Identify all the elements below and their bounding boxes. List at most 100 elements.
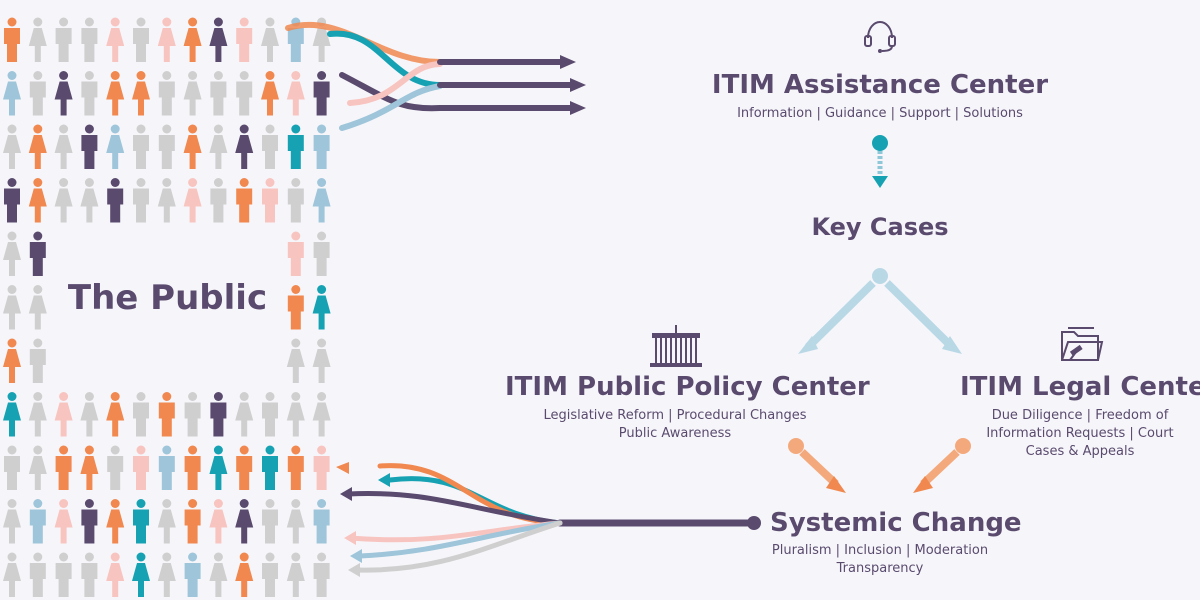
person-icon [184,499,201,544]
person-icon [106,71,125,116]
person-icon [183,124,202,169]
systemic-change-subtitle-2: Transparency [836,561,924,576]
person-icon [133,17,149,62]
person-icon [4,445,20,490]
person-icon [313,445,330,490]
person-icon [4,17,20,62]
person-icon [55,17,72,62]
parliament-building-icon [650,325,702,367]
person-icon [158,124,175,169]
headset-icon [864,20,896,53]
person-icon [235,392,254,437]
person-icon [261,71,279,116]
person-icon [157,552,176,597]
person-icon [287,231,304,276]
person-icon [286,499,305,544]
person-icon [184,552,201,597]
person-icon [54,499,73,544]
person-icon [28,445,47,490]
person-icon [54,178,73,223]
person-icon [286,338,305,383]
person-icon [29,71,46,116]
person-icon [158,71,175,116]
person-icon [29,231,46,276]
person-icon [54,392,73,437]
person-icon [29,499,46,544]
the-public-label: The Public [67,278,268,318]
systemic-change-subtitle-1: Pluralism | Inclusion | Moderation [771,543,989,558]
incoming-streams [285,21,575,131]
person-icon [262,392,278,437]
person-icon [313,499,330,544]
person-icon [262,124,278,169]
person-icon [262,445,278,490]
public-policy-center-subtitle-2: Public Awareness [618,426,732,441]
legal-center-subtitle-3: Cases & Appeals [1025,444,1135,459]
person-icon [209,17,228,62]
person-icon [107,445,124,490]
person-icon [158,445,175,490]
person-icon [313,124,330,169]
person-icon [157,178,176,223]
person-icon [183,178,202,223]
legal-center-subtitle-2: Information Requests | Court [986,426,1174,441]
person-icon [287,285,304,330]
return-streams [345,463,761,573]
person-icon [106,124,125,169]
legal-folder-gavel-icon [1061,327,1104,361]
person-icon [132,552,150,597]
person-icon [3,392,21,437]
assistance-center-subtitle: Information | Guidance | Support | Solut… [737,106,1023,121]
key-cases-title: Key Cases [811,213,949,241]
person-icon [312,392,331,437]
person-icon [235,124,254,169]
person-icon [133,124,149,169]
person-icon [157,17,176,62]
person-icon [313,552,330,597]
person-icon [3,499,21,544]
person-icon [287,445,304,490]
person-icon [287,124,304,169]
person-icon [28,285,47,330]
person-icon [184,392,201,437]
person-icon [262,178,278,223]
person-icon [3,338,21,383]
crowd-of-people [3,17,331,597]
person-icon [184,445,201,490]
person-icon [235,499,254,544]
person-icon [157,499,176,544]
person-icon [312,285,331,330]
arrow-heads-to-assistance [560,55,586,115]
person-icon [80,445,99,490]
person-icon [3,124,21,169]
person-icon [106,17,125,62]
person-icon [3,285,21,330]
person-icon [29,552,46,597]
assistance-center-title: ITIM Assistance Center [711,70,1049,100]
person-icon [313,71,330,116]
person-icon [312,338,331,383]
person-icon [3,71,21,116]
person-icon [286,552,305,597]
person-icon [209,499,228,544]
person-icon [312,178,331,223]
person-icon [3,231,21,276]
person-icon [236,17,253,62]
person-icon [81,499,98,544]
person-icon [158,392,175,437]
person-icon [183,71,202,116]
person-icon [81,17,98,62]
person-icon [209,552,228,597]
person-icon [54,124,73,169]
person-icon [210,178,227,223]
person-icon [28,392,47,437]
person-icon [29,338,46,383]
person-icon [106,499,125,544]
person-icon [261,17,279,62]
public-policy-center-subtitle-1: Legislative Reform | Procedural Changes [543,408,807,423]
person-icon [80,392,99,437]
person-icon [106,392,125,437]
person-icon [286,71,305,116]
person-icon [209,124,228,169]
